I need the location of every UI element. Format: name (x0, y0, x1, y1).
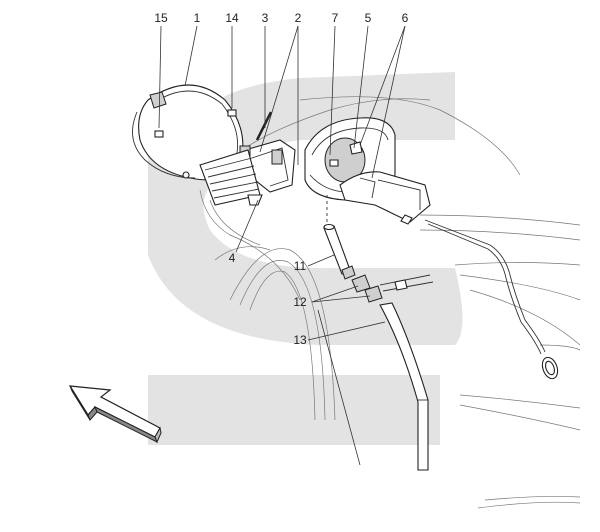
callout-5: 5 (365, 11, 372, 25)
arrow-up-left-icon (68, 385, 162, 444)
callout-6: 6 (402, 11, 409, 25)
hinge-bracket (239, 139, 296, 193)
leader-lines (158, 25, 406, 466)
callout-4: 4 (229, 251, 236, 265)
callout-14: 14 (225, 11, 239, 25)
callout-7: 7 (332, 11, 339, 25)
hinge-rod (255, 111, 273, 141)
callout-13: 13 (293, 333, 307, 347)
filler-actuator (329, 141, 431, 225)
vent-hose (323, 223, 356, 280)
screw-parts (154, 109, 237, 138)
filler-tube (379, 302, 429, 471)
car-body-outline (199, 96, 581, 509)
callout-11: 11 (294, 259, 307, 273)
callout-3: 3 (262, 11, 269, 25)
callout-12: 12 (293, 295, 307, 309)
release-cable (424, 219, 559, 380)
callout-1: 1 (194, 11, 201, 25)
callout-labels: 15 1 14 3 2 7 5 6 4 11 12 13 (154, 11, 408, 347)
callout-15: 15 (154, 11, 168, 25)
hose-clamps (351, 274, 434, 303)
callout-2: 2 (295, 11, 302, 25)
spring-bracket (199, 149, 263, 206)
